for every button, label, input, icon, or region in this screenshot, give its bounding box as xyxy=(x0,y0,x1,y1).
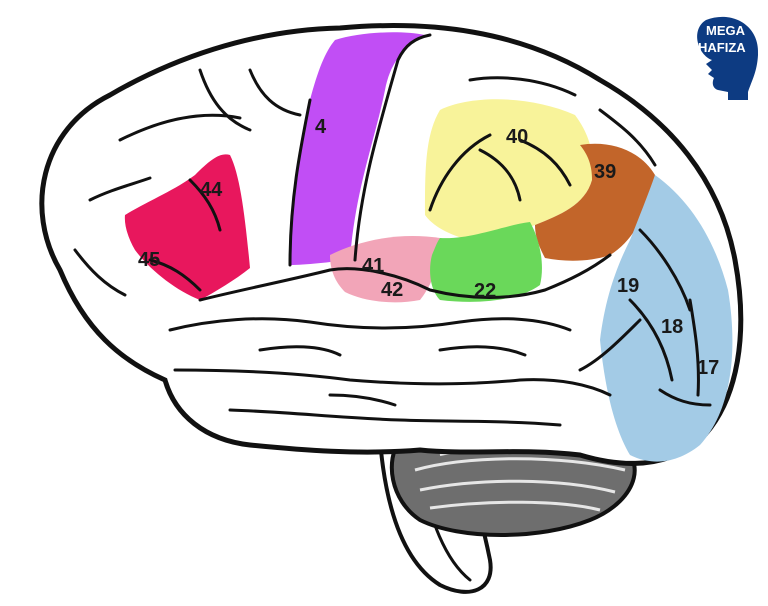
area-39-fill xyxy=(535,143,655,261)
area-39-shape xyxy=(535,143,655,261)
area-40-shape xyxy=(425,99,593,241)
label-area-40: 40 xyxy=(506,126,528,148)
label-area-17: 17 xyxy=(697,357,719,379)
logo-line-2: HAFIZA xyxy=(698,40,746,55)
label-area-18: 18 xyxy=(661,316,683,338)
mega-hafiza-logo: MEGA HAFIZA xyxy=(697,16,759,100)
label-area-41: 41 xyxy=(362,255,384,277)
label-area-45: 45 xyxy=(138,249,160,271)
area-22-fill xyxy=(430,222,542,302)
label-area-42: 42 xyxy=(381,279,403,301)
area-44-45-shape xyxy=(124,154,250,300)
region-labels: 4 44 45 40 39 41 42 22 19 18 17 xyxy=(138,116,719,379)
cortex-folds xyxy=(73,33,712,427)
area-40-fill xyxy=(425,99,593,241)
area-41-42-shape xyxy=(330,235,441,303)
label-area-19: 19 xyxy=(617,275,639,297)
label-area-22: 22 xyxy=(474,280,496,302)
area-44-45-fill xyxy=(124,154,250,300)
head-silhouette-icon xyxy=(697,16,759,100)
area-4-fill xyxy=(290,32,425,266)
area-22-shape xyxy=(430,222,542,302)
label-area-39: 39 xyxy=(594,161,616,183)
label-area-44: 44 xyxy=(200,179,223,201)
label-area-4: 4 xyxy=(315,116,327,138)
area-41-42-fill xyxy=(330,235,441,303)
area-4-shape xyxy=(290,32,425,266)
logo-line-1: MEGA xyxy=(706,23,746,38)
